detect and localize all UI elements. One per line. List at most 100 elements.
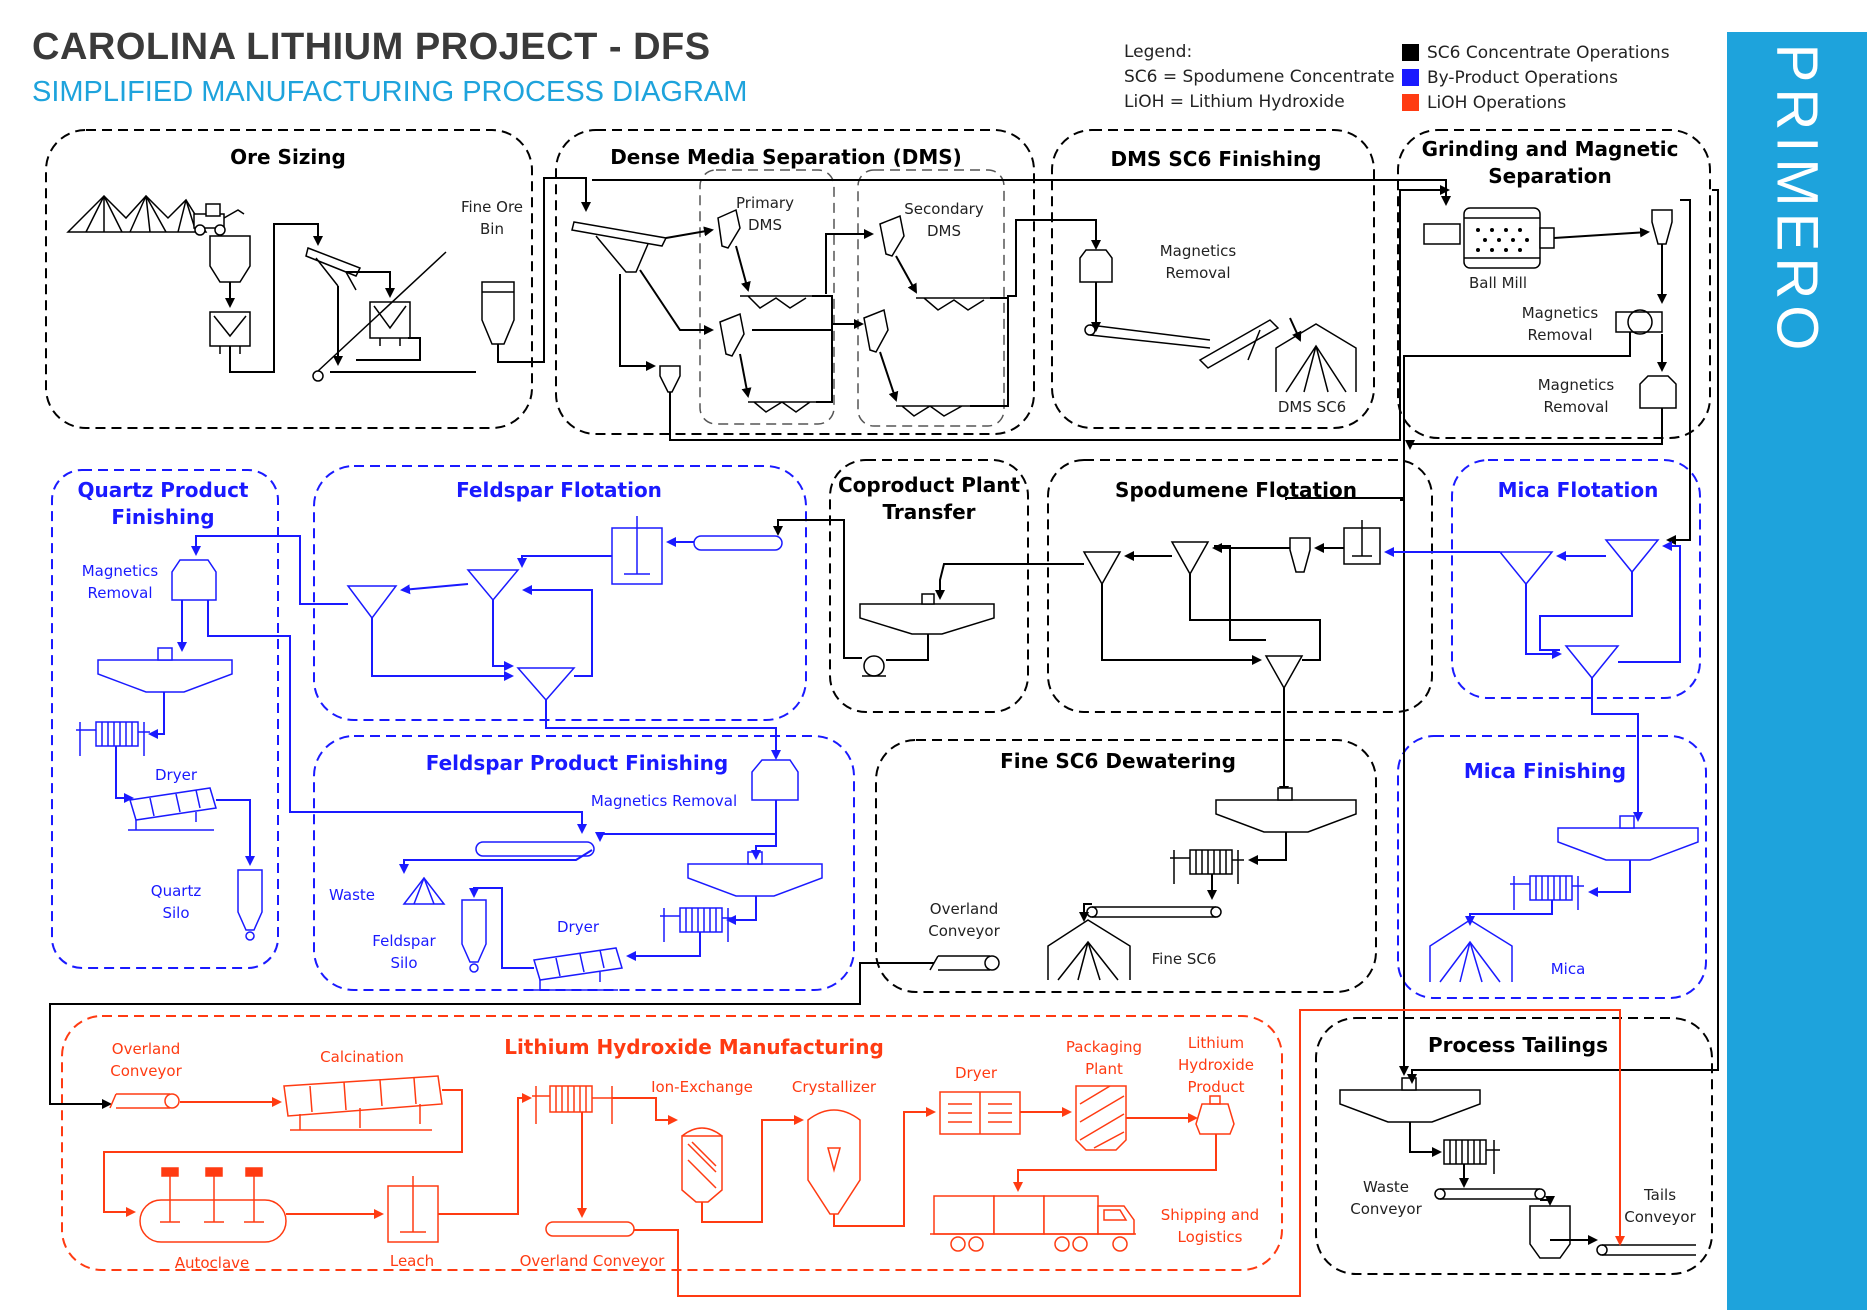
box-spodumene-flotation [1047, 459, 1433, 713]
title-lioh: Lithium Hydroxide Manufacturing [504, 1035, 884, 1059]
label-overland-conveyor: Overland Conveyor [520, 1252, 666, 1270]
label-fine-ore-2: Bin [480, 220, 504, 238]
legend-key-lioh-label: LiOH Operations [1427, 92, 1567, 113]
label-leach: Leach [390, 1252, 434, 1270]
mica-filter-press-icon [1510, 875, 1584, 910]
feldspar-magnetic-separator-icon [751, 759, 799, 801]
box-ore-sizing [45, 129, 533, 429]
legend-swatch-sc6 [1402, 44, 1419, 61]
label-calcination: Calcination [320, 1048, 404, 1066]
waste-pile-icon [402, 876, 446, 905]
title-dms: Dense Media Separation (DMS) [610, 145, 962, 169]
loader-icon [193, 203, 245, 236]
legend-key-byproduct: By-Product Operations [1402, 65, 1618, 90]
label-shipping-2: Logistics [1178, 1228, 1243, 1246]
crystallizer-icon [807, 1109, 861, 1215]
box-dms-finishing [1051, 129, 1375, 429]
label-dms-mag-2: Removal [1165, 264, 1230, 282]
legend-abbr-sc6: SC6 = Spodumene Concentrate [1124, 67, 1395, 87]
feldspar-conditioner-tank-icon [611, 516, 663, 585]
lioh-overland-conveyor-icon [545, 1221, 635, 1237]
tailings-hopper-icon [1529, 1205, 1571, 1259]
box-grinding [1397, 129, 1711, 439]
spod-cell-1-icon [1082, 551, 1122, 586]
secondary-drain-screen-2-icon [896, 405, 970, 417]
label-feldspar-mag: Magnetics Removal [591, 792, 737, 810]
shipping-truck-icon [930, 1195, 1136, 1252]
title-ore-sizing: Ore Sizing [230, 145, 346, 169]
quartz-thickener-icon [97, 647, 233, 693]
label-waste-conveyor-2: Conveyor [1350, 1200, 1422, 1218]
label-gms-mag-b-1: Magnetics [1538, 376, 1615, 394]
lioh-feed-conveyor-icon [109, 1093, 180, 1109]
feldspar-cell-3-icon [516, 667, 576, 702]
box-mica-flotation [1451, 459, 1701, 699]
legend-key-lioh: LiOH Operations [1402, 90, 1566, 115]
box-tailings [1315, 1017, 1713, 1275]
box-secondary-dms [857, 169, 1005, 427]
label-overland-2: Conveyor [928, 922, 1000, 940]
feldspar-thickener-icon [687, 851, 823, 897]
label-shipping-1: Shipping and [1161, 1206, 1259, 1224]
fine-filter-press-icon [1170, 849, 1244, 884]
box-fine-dewatering [875, 739, 1377, 993]
legend-key-sc6-label: SC6 Concentrate Operations [1427, 42, 1670, 63]
autoclave-icon [139, 1167, 287, 1243]
legend-heading: Legend: [1124, 42, 1193, 62]
primary-drain-screen-2-icon [748, 401, 816, 413]
title-coproduct-2: Transfer [882, 500, 975, 524]
leach-tank-icon [387, 1176, 439, 1243]
label-tails-conveyor-2: Conveyor [1624, 1208, 1696, 1226]
ball-mill-icon [1423, 207, 1555, 269]
legend-abbreviations: Legend: SC6 = Spodumene Concentrate LiOH… [1124, 40, 1395, 115]
legend-swatch-byproduct [1402, 69, 1419, 86]
dms-stacker-icon [1198, 319, 1280, 369]
feldspar-dryer-icon [532, 947, 623, 991]
label-lioh-overland-1: Overland [112, 1040, 180, 1058]
feldspar-cell-2-icon [346, 585, 398, 620]
label-packaging-2: Plant [1085, 1060, 1123, 1078]
box-coproduct [829, 459, 1029, 713]
label-primary-dms-1: Primary [736, 194, 794, 212]
coproduct-thickener-icon [859, 593, 995, 635]
title-mica-finishing: Mica Finishing [1464, 759, 1626, 783]
dms-conveyor-icon [1084, 324, 1211, 349]
fine-thickener-icon [1215, 787, 1357, 833]
label-gms-mag-a-1: Magnetics [1522, 304, 1599, 322]
spod-cell-2-icon [1170, 541, 1210, 576]
ore-conveyor-icon [312, 251, 447, 382]
brand-bar [1727, 32, 1867, 1310]
spod-cell-3-icon [1264, 655, 1304, 690]
label-tails-conveyor-1: Tails [1643, 1186, 1676, 1204]
label-quartz-dryer: Dryer [155, 766, 198, 784]
mica-cell-3-icon [1564, 645, 1620, 680]
quartz-filter-press-icon [76, 721, 150, 756]
page-subtitle: SIMPLIFIED MANUFACTURING PROCESS DIAGRAM [32, 76, 748, 108]
quartz-magnetic-separator-icon [171, 559, 217, 601]
title-feldspar-finishing: Feldspar Product Finishing [426, 751, 729, 775]
quartz-silo-icon [237, 869, 263, 941]
title-tailings: Process Tailings [1428, 1033, 1608, 1057]
page-title: CAROLINA LITHIUM PROJECT - DFS [32, 26, 711, 68]
tailings-thickener-icon [1339, 1077, 1481, 1123]
label-feldspar-silo-2: Silo [390, 954, 417, 972]
title-feldspar-flotation: Feldspar Flotation [456, 478, 662, 502]
label-quartz-mag-1: Magnetics [82, 562, 159, 580]
title-grinding-2: Separation [1488, 164, 1612, 188]
spod-cyclone-icon [1289, 537, 1311, 573]
label-feldspar-dryer: Dryer [557, 918, 600, 936]
title-grinding-1: Grinding and Magnetic [1422, 137, 1679, 161]
label-overland-1: Overland [930, 900, 998, 918]
box-feldspar-flotation [313, 465, 807, 721]
label-gms-mag-b-2: Removal [1543, 398, 1608, 416]
title-mica-flotation: Mica Flotation [1498, 478, 1659, 502]
label-autoclave: Autoclave [175, 1254, 250, 1272]
screen-icon [305, 246, 362, 277]
primary-cyclone-2-icon [719, 312, 745, 357]
label-lioh-overland-2: Conveyor [110, 1062, 182, 1080]
label-secondary-dms-1: Secondary [904, 200, 984, 218]
box-primary-dms [699, 169, 835, 425]
label-quartz-silo-2: Silo [162, 904, 189, 922]
label-dms-sc6: DMS SC6 [1278, 398, 1346, 416]
label-packaging-1: Packaging [1066, 1038, 1142, 1056]
